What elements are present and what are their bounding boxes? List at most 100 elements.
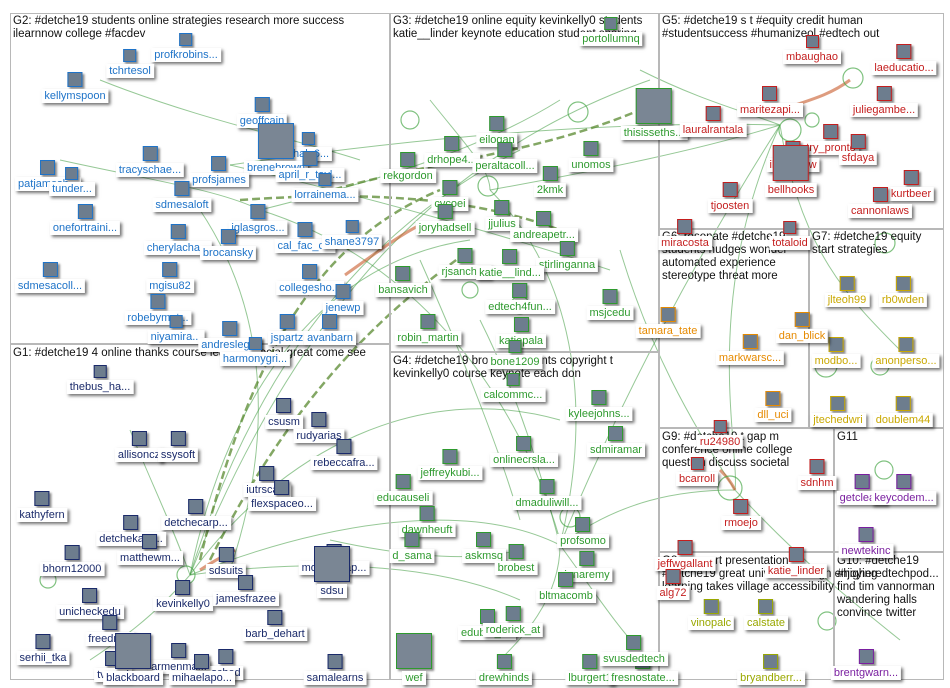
node-cannonlaws[interactable]: cannonlaws xyxy=(847,186,913,218)
node-profkrobins[interactable]: profkrobins... xyxy=(151,32,221,62)
node-jglasgros[interactable]: jglasgros... xyxy=(228,203,288,235)
node-brobest[interactable]: brobest xyxy=(494,543,538,575)
node-matthewm[interactable]: matthewm... xyxy=(117,533,183,565)
node-askmsq[interactable]: askmsq xyxy=(462,531,506,563)
node-markwarsc[interactable]: markwarsc... xyxy=(715,333,785,365)
node-calcommc[interactable]: calcommc... xyxy=(480,372,546,402)
node-thisisseths[interactable]: thisisseths... xyxy=(620,88,688,140)
node-peraltacoll[interactable]: peraltacoll... xyxy=(472,141,538,173)
node-collegesho[interactable]: collegesho... xyxy=(276,263,344,295)
node-jeffwgallant[interactable]: jeffwgallant xyxy=(654,539,716,571)
node-2kmk[interactable]: 2kmk xyxy=(533,165,567,197)
node-sdmiramar[interactable]: sdmiramar xyxy=(587,425,645,457)
node-tjoosten[interactable]: tjoosten xyxy=(707,181,753,213)
node-profsjames[interactable]: profsjames xyxy=(189,155,249,187)
node-jeffreykubi[interactable]: jeffreykubi... xyxy=(417,448,483,480)
node-newtekinc[interactable]: newtekinc xyxy=(838,526,894,558)
node-juliegambe[interactable]: juliegambe... xyxy=(849,85,919,117)
node-joryhadsell[interactable]: joryhadsell xyxy=(415,203,475,235)
node-blackboard[interactable]: blackboard xyxy=(103,633,163,685)
node-brocansky[interactable]: brocansky xyxy=(199,228,257,260)
node-miracosta[interactable]: miracosta xyxy=(658,218,712,250)
node-katie-linder[interactable]: katie_linder xyxy=(764,546,828,578)
node-armenma[interactable]: armenma... xyxy=(148,642,210,674)
node-harmonygri[interactable]: harmonygri... xyxy=(219,336,291,366)
node-dmaduliwill[interactable]: dmaduliwill... xyxy=(512,478,582,510)
node-ru24980[interactable]: ru24980 xyxy=(696,419,744,449)
node-calstate[interactable]: calstate xyxy=(744,598,788,630)
node-doublem44[interactable]: doublem44 xyxy=(872,395,934,427)
node-jtechedwri[interactable]: jtechedwri xyxy=(810,395,866,427)
node-tchrtesol[interactable]: tchrtesol xyxy=(106,48,154,78)
node-barb-dehart[interactable]: barb_dehart xyxy=(242,609,308,641)
node-msjcedu[interactable]: msjcedu xyxy=(586,288,634,320)
node-roderick-at[interactable]: roderick_at xyxy=(482,605,544,637)
node-lburgert1[interactable]: lburgert1 xyxy=(565,654,615,685)
node-sdmesaloft[interactable]: sdmesaloft xyxy=(152,180,212,212)
node-drewhinds[interactable]: drewhinds xyxy=(475,654,533,685)
node-shane3797[interactable]: shane3797 xyxy=(321,219,383,249)
node-rmoejo[interactable]: rmoejo xyxy=(721,498,761,530)
node-bellhooks[interactable]: bellhooks xyxy=(764,145,818,197)
node-rebeccafra[interactable]: rebeccafra... xyxy=(310,438,378,470)
node-modbo[interactable]: modbo... xyxy=(811,336,861,368)
node-kurtbeer[interactable]: kurtbeer xyxy=(887,169,935,201)
node-dll-uci[interactable]: dll_uci xyxy=(754,390,792,422)
node-bansavich[interactable]: bansavich xyxy=(375,265,431,297)
node-wef[interactable]: wef xyxy=(396,633,432,685)
node-jspartz[interactable]: jspartz xyxy=(267,313,307,345)
node-tamara-tate[interactable]: tamara_tate xyxy=(635,306,701,338)
node-andreapetr[interactable]: andreapetr... xyxy=(510,210,578,242)
node-avanbarn[interactable]: avanbarn xyxy=(304,313,356,345)
node-sfdaya[interactable]: sfdaya xyxy=(838,133,878,165)
node-tunder[interactable]: tunder... xyxy=(49,166,95,196)
node-niyamira[interactable]: niyamira... xyxy=(147,314,205,344)
node-thebus-ha[interactable]: thebus_ha... xyxy=(66,364,134,394)
node-maritezapi[interactable]: maritezapi... xyxy=(737,85,803,117)
node-samalearns[interactable]: samalearns xyxy=(303,654,367,685)
node-d-sama[interactable]: d_sama xyxy=(389,531,435,563)
node-brentgwarn[interactable]: brentgwarn... xyxy=(830,648,902,680)
node-kevinkelly0[interactable]: kevinkelly0 xyxy=(153,579,213,611)
node-sdmesacoll[interactable]: sdmesacoll... xyxy=(14,261,86,293)
node-kyleejohns[interactable]: kyleejohns... xyxy=(565,389,633,421)
node-onlinecrsla[interactable]: onlinecrsla... xyxy=(490,435,558,467)
node-detchecarp[interactable]: detchecarp... xyxy=(161,498,231,530)
node-profsomo[interactable]: profsomo xyxy=(557,516,609,548)
node-laeducatio[interactable]: laeducatio... xyxy=(871,43,937,75)
node-rb0wden[interactable]: rb0wden xyxy=(878,275,928,307)
node-totaloid[interactable]: totaloid xyxy=(769,220,811,250)
node-sdsuits[interactable]: sdsuits xyxy=(205,546,247,578)
node-tracyschae[interactable]: tracyschae... xyxy=(115,145,185,177)
node-mgisu82[interactable]: mgisu82 xyxy=(146,261,194,293)
node-cal-fac-col[interactable]: cal_fac_col xyxy=(274,221,336,253)
node-ssysoft[interactable]: ssysoft xyxy=(157,430,199,462)
node-rekgordon[interactable]: rekgordon xyxy=(380,151,436,183)
node-sdnhm[interactable]: sdnhm xyxy=(797,458,837,490)
node-csusm[interactable]: csusm xyxy=(265,397,303,429)
node-andresleg[interactable]: andresleg... xyxy=(198,320,262,352)
node-unomos[interactable]: unomos xyxy=(568,140,614,172)
node-anonperso[interactable]: anonperso... xyxy=(872,336,940,368)
node-drhope4[interactable]: drhope4... xyxy=(424,135,480,167)
node-alg72[interactable]: alg72 xyxy=(656,568,690,600)
node-mbaughao[interactable]: mbaughao xyxy=(783,34,841,64)
node-robin-martin[interactable]: robin_martin xyxy=(394,313,462,345)
node-edtech4fun[interactable]: edtech4fun... xyxy=(485,282,555,314)
node-janaremy[interactable]: janaremy xyxy=(561,550,613,582)
node-allisoncz[interactable]: allisoncz xyxy=(114,430,164,462)
node-lauralrantala[interactable]: lauralrantala xyxy=(679,105,747,137)
node-portollumnq[interactable]: portollumnq xyxy=(579,16,643,46)
node-jamesfrazee[interactable]: jamesfrazee xyxy=(213,574,279,606)
node-bltmacomb[interactable]: bltmacomb xyxy=(536,571,596,603)
node-jenewp[interactable]: jenewp xyxy=(322,283,364,315)
node-svusdedtech[interactable]: svusdedtech xyxy=(600,634,668,666)
node-jlteoh99[interactable]: jlteoh99 xyxy=(824,275,870,307)
node-stirlinganna[interactable]: stirlinganna xyxy=(535,240,599,272)
node-sdsu[interactable]: sdsu xyxy=(314,546,350,598)
node-bcarroll[interactable]: bcarroll xyxy=(675,456,719,486)
node-lorrainema[interactable]: lorrainema... xyxy=(291,172,359,202)
node-bhorn12000[interactable]: bhorn12000 xyxy=(39,544,105,576)
node-kathyfern[interactable]: kathyfern xyxy=(16,490,68,522)
node-kellymspoon[interactable]: kellymspoon xyxy=(41,71,109,103)
